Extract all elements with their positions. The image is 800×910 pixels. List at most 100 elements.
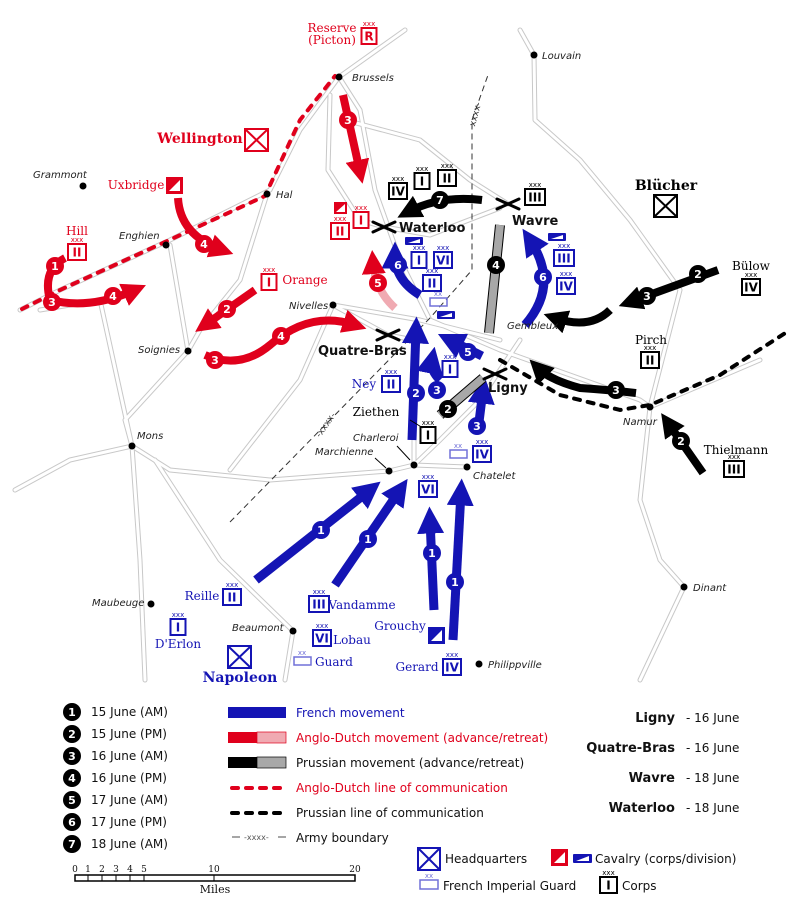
- battle-legend-item: Waterloo- 18 June: [609, 801, 740, 816]
- svg-text:1: 1: [68, 706, 76, 719]
- battle-waterloo: Waterloo: [371, 220, 465, 236]
- svg-text:II: II: [228, 591, 237, 605]
- phase-marker: 1: [312, 521, 330, 539]
- svg-text:5: 5: [464, 346, 472, 359]
- town-label: Louvain: [542, 51, 581, 62]
- svg-text:xxx: xxx: [437, 244, 449, 252]
- symbol-legend: Headquarters Cavalry (corps/division) xx…: [417, 847, 736, 894]
- town-label: Namur: [623, 417, 658, 428]
- cavalry-div-legend-icon: [573, 854, 592, 863]
- svg-text:xxx: xxx: [316, 622, 328, 630]
- svg-text:xxx: xxx: [385, 368, 397, 376]
- svg-text:xxx: xxx: [444, 353, 456, 361]
- town-dot-icon: [646, 403, 654, 411]
- svg-text:I: I: [606, 879, 610, 893]
- town-label: Charleroi: [353, 433, 399, 444]
- town-dot-icon: [263, 190, 271, 198]
- svg-text:III: III: [727, 463, 740, 477]
- svg-text:Waterloo: Waterloo: [609, 801, 675, 816]
- town-label: Gembleux: [507, 321, 558, 332]
- commander-label: Thielmann: [704, 443, 769, 457]
- svg-text:xxx: xxx: [446, 651, 458, 659]
- hq-legend-icon: [417, 847, 441, 871]
- svg-text:3: 3: [211, 354, 219, 367]
- svg-text:French Imperial Guard: French Imperial Guard: [443, 879, 576, 893]
- svg-text:2: 2: [99, 865, 105, 875]
- phase-marker: 1: [423, 544, 441, 562]
- imperial-guard-symbols: xx xx xx: [293, 290, 468, 666]
- battle-quatre-bras: Quatre-Bras: [318, 328, 407, 359]
- town-label: Mons: [137, 431, 163, 442]
- marchienne-leader-line: [374, 457, 387, 469]
- town-label: Grammont: [33, 170, 88, 181]
- svg-text:xxx: xxx: [745, 271, 757, 279]
- svg-text:III: III: [557, 252, 570, 266]
- svg-text:I: I: [176, 621, 180, 635]
- svg-text:2: 2: [68, 728, 76, 741]
- svg-text:II: II: [646, 354, 655, 368]
- svg-text:VI: VI: [315, 632, 329, 646]
- commander-label: Napoleon: [203, 670, 278, 686]
- svg-text:15 June (PM): 15 June (PM): [91, 727, 167, 741]
- town-enghien: Enghien: [119, 231, 170, 249]
- commander-label: Vandamme: [327, 598, 395, 612]
- french-cavalry-div-icon: [405, 237, 423, 245]
- commander-label: D'Erlon: [155, 637, 201, 651]
- svg-text:Wavre: Wavre: [629, 771, 676, 786]
- phase-marker: 2: [689, 265, 707, 283]
- town-gembleux: Gembleux: [507, 321, 565, 332]
- svg-text:6: 6: [68, 816, 76, 829]
- svg-text:xxx: xxx: [558, 242, 570, 250]
- town-label: Enghien: [119, 231, 160, 242]
- svg-text:Miles: Miles: [200, 883, 231, 896]
- anglo-cavalry-icon: [334, 202, 347, 214]
- blucher-hq-icon: [653, 194, 678, 218]
- town-dot-icon: [530, 51, 538, 59]
- svg-text:xxx: xxx: [172, 611, 184, 619]
- svg-text:I: I: [420, 175, 424, 189]
- svg-text:I: I: [426, 429, 430, 443]
- svg-text:20: 20: [349, 865, 361, 875]
- svg-text:Headquarters: Headquarters: [445, 852, 527, 866]
- svg-text:3: 3: [68, 750, 76, 763]
- svg-text:1: 1: [317, 524, 325, 537]
- town-namur: Namur: [623, 403, 658, 428]
- phase-marker: 6: [534, 268, 552, 286]
- svg-text:French movement: French movement: [296, 706, 405, 720]
- crossed-swords-icon: [371, 220, 397, 234]
- svg-text:3: 3: [113, 865, 119, 875]
- svg-text:xxx: xxx: [529, 181, 541, 189]
- svg-text:4: 4: [200, 238, 208, 251]
- svg-text:xxx: xxx: [363, 20, 375, 28]
- town-chatelet: Chatelet: [463, 463, 516, 482]
- crossed-swords-icon: [482, 367, 508, 381]
- cavalry-corps-legend-icon: [551, 849, 568, 866]
- town-dot-icon: [475, 660, 483, 668]
- svg-text:I: I: [267, 276, 271, 290]
- svg-text:xxx: xxx: [334, 215, 346, 223]
- svg-text:16 June (AM): 16 June (AM): [91, 749, 168, 763]
- town-beaumont: Beaumont: [232, 623, 297, 635]
- svg-text:xxx: xxx: [422, 419, 434, 427]
- svg-text:I: I: [359, 214, 363, 228]
- commander-label: (Picton): [308, 33, 356, 47]
- svg-text:- 16 June: - 16 June: [686, 741, 739, 755]
- svg-text:17 June (PM): 17 June (PM): [91, 815, 167, 829]
- svg-text:4: 4: [492, 259, 500, 272]
- svg-text:- 18 June: - 18 June: [686, 771, 739, 785]
